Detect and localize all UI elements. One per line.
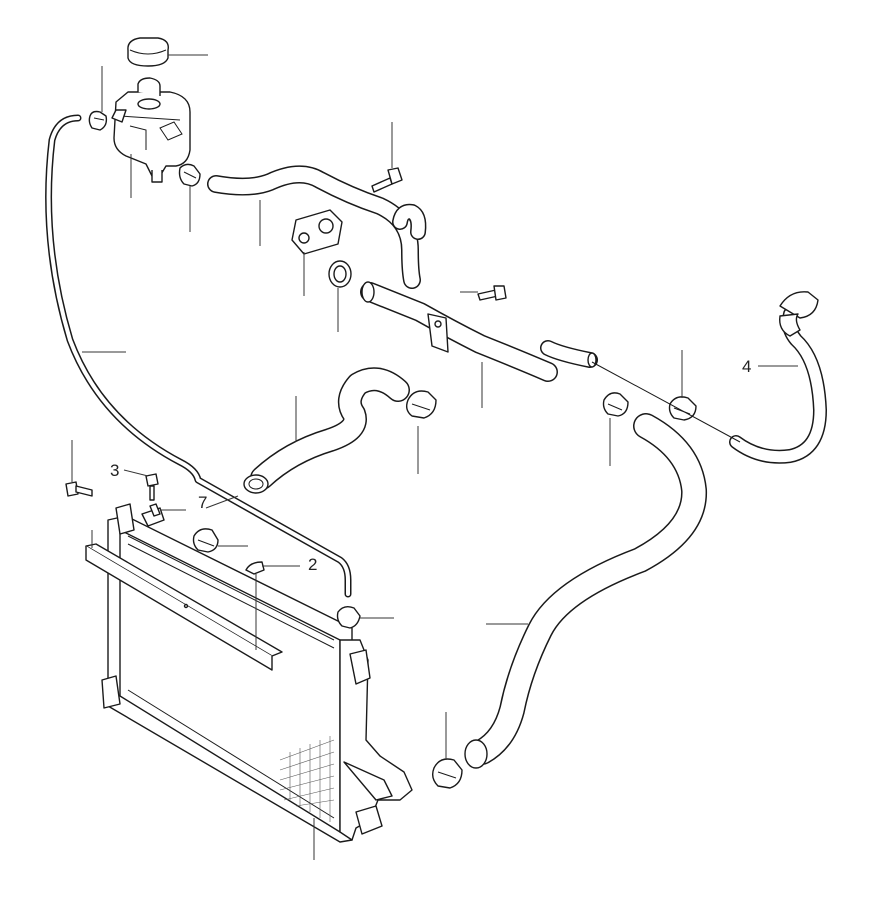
hose-clamp-tank-outlet[interactable] [178, 163, 201, 187]
tank-outlet-hose[interactable] [207, 165, 421, 289]
callout-4: 4 [742, 357, 751, 376]
callout-3: 3 [110, 461, 119, 480]
leader-line-callout-7 [205, 495, 239, 509]
upper-radiator-hose[interactable] [243, 367, 410, 494]
hose-clamp-lower[interactable] [431, 758, 463, 789]
expansion-tank-cap[interactable] [127, 37, 169, 67]
bolt-pipe[interactable] [477, 285, 507, 301]
o-ring[interactable] [328, 260, 352, 288]
hose-clamp-tank-left[interactable] [88, 110, 108, 131]
radiator-support-bar[interactable] [85, 543, 283, 671]
pipe-stub[interactable] [540, 340, 598, 368]
coolant-pipe[interactable] [360, 281, 558, 382]
lower-radiator-hose[interactable] [464, 413, 708, 769]
clip-7[interactable] [141, 503, 165, 527]
radiator-core-mesh [279, 736, 335, 822]
leader-line-bolt-3 [123, 469, 149, 477]
hose-elbow-upper[interactable] [392, 203, 427, 240]
bolt-1[interactable] [65, 481, 93, 497]
bolt-3[interactable] [145, 473, 159, 501]
pipe-bracket[interactable] [427, 313, 449, 353]
radiator[interactable] [101, 503, 413, 843]
heater-hose-4[interactable] [729, 291, 827, 464]
hose-clamp-right-a[interactable] [602, 392, 629, 417]
callout-7: 7 [198, 493, 207, 512]
expansion-tank[interactable] [111, 77, 191, 183]
callout-2: 2 [308, 555, 317, 574]
connector-line [591, 361, 741, 443]
bracket-2[interactable] [245, 561, 265, 575]
overflow-hose[interactable] [45, 114, 352, 598]
hose-clamp-upper[interactable] [405, 390, 437, 419]
bolt-upper[interactable] [371, 167, 403, 193]
hose-clamp-overflow[interactable] [336, 605, 361, 629]
hose-clamp-radiator-top[interactable] [192, 528, 219, 553]
flange-gasket[interactable] [291, 209, 343, 255]
